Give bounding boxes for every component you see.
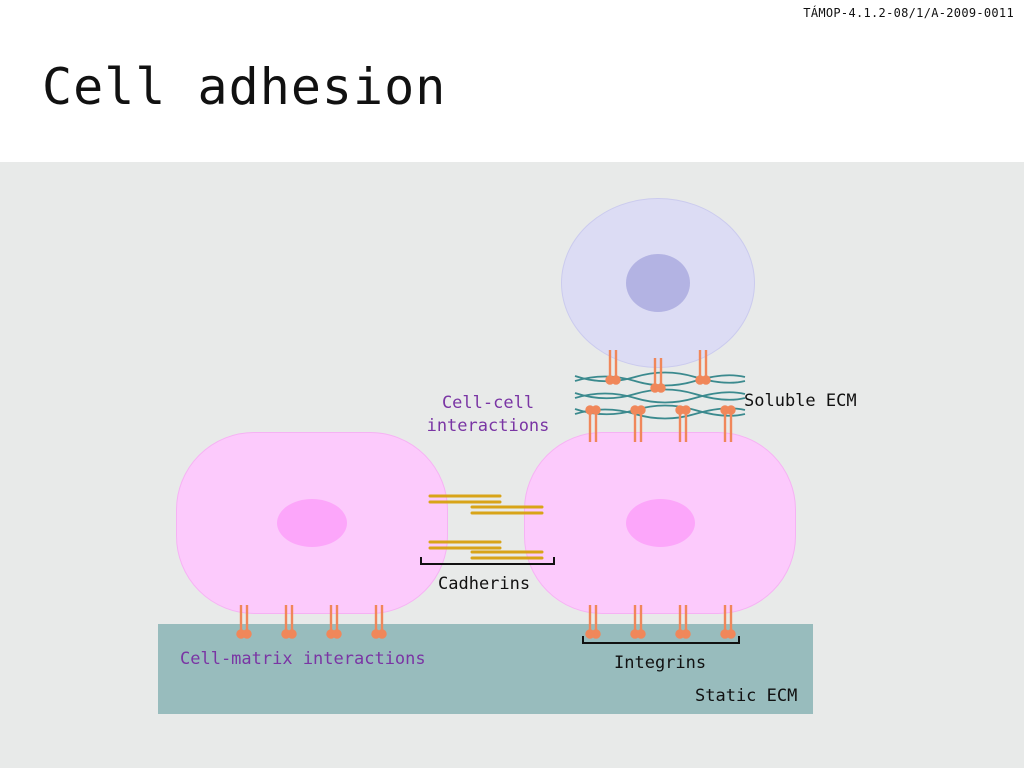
cell-cell-interactions-label: Cell-cell interactions (413, 392, 563, 438)
integrin (720, 605, 736, 639)
integrins-bracket (582, 636, 740, 644)
integrin (371, 605, 387, 639)
integrin (675, 605, 691, 639)
integrin (605, 350, 621, 385)
ecm-fiber (574, 404, 746, 417)
project-code: TÁMOP-4.1.2-08/1/A-2009-0011 (803, 6, 1014, 20)
integrin (675, 405, 691, 442)
integrin (695, 350, 711, 385)
integrin (585, 405, 601, 442)
soluble-ecm-label: Soluble ECM (744, 391, 857, 411)
cadherins (428, 494, 544, 560)
ecm-fiber (574, 391, 746, 404)
right-cell-nucleus (626, 499, 695, 547)
integrin (326, 605, 342, 639)
floating-cell-integrins (605, 350, 711, 393)
right-cell-bottom-integrins (585, 605, 736, 639)
slide-title: Cell adhesion (42, 58, 447, 116)
cell-matrix-interactions-label: Cell-matrix interactions (180, 649, 426, 669)
integrin (281, 605, 297, 639)
static-ecm-label: Static ECM (695, 686, 798, 706)
integrin (236, 605, 252, 639)
integrin (585, 605, 601, 639)
integrin (630, 405, 646, 442)
left-cell-nucleus (277, 499, 347, 547)
static-ecm-layer (158, 624, 813, 714)
right-cell-top-integrins (585, 405, 736, 442)
ecm-fiber (574, 371, 746, 384)
cadherins-label: Cadherins (438, 574, 531, 594)
floating-cell-nucleus (626, 254, 690, 312)
cadherins-bracket (420, 557, 555, 565)
integrin (650, 358, 666, 393)
ecm-fiber (574, 374, 746, 387)
integrins-label: Integrins (614, 653, 707, 673)
cell-cell-label-line1: Cell-cell (441, 393, 535, 413)
integrin (720, 405, 736, 442)
left-cell-integrins (236, 605, 387, 639)
integrin (630, 605, 646, 639)
cell-cell-label-line2: interactions (426, 416, 550, 436)
